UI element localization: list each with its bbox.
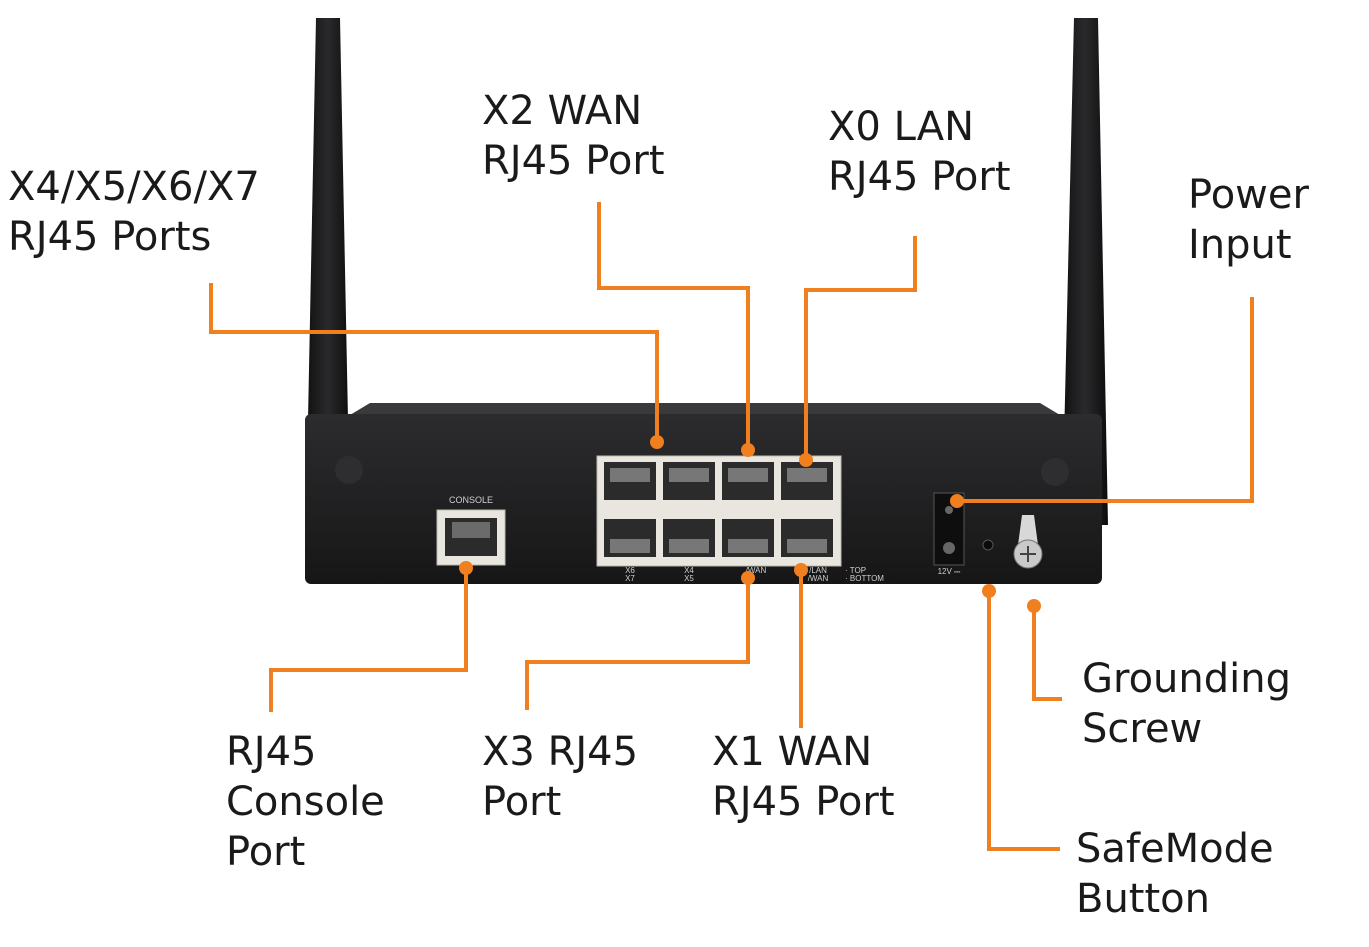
left-antenna — [306, 18, 350, 520]
callout-line: Screw — [1082, 706, 1203, 752]
leader-dot — [650, 435, 664, 449]
power-label: 12V ⎓ — [938, 567, 961, 576]
callout-x2-wan: X2 WAN RJ45 Port — [482, 86, 665, 186]
leader-dots — [459, 435, 1041, 613]
callout-line: Port — [482, 779, 562, 825]
ethernet-port — [604, 519, 656, 557]
callout-line: Button — [1076, 876, 1210, 922]
callout-line: RJ45 Ports — [8, 214, 212, 260]
leader-x3 — [525, 578, 750, 710]
safemode-button — [982, 539, 994, 551]
leader-dot — [741, 443, 755, 457]
leader-console — [269, 568, 468, 712]
leader-x0-lan — [804, 236, 917, 460]
callout-x1-wan: X1 WAN RJ45 Port — [712, 727, 895, 827]
callout-safemode: SafeMode Button — [1076, 824, 1274, 924]
ethernet-ports — [604, 462, 833, 557]
ethernet-port — [663, 519, 715, 557]
callout-line: Input — [1188, 222, 1292, 268]
ethernet-port — [663, 462, 715, 500]
callout-x0-lan: X0 LAN RJ45 Port — [828, 102, 1011, 202]
leader-power — [957, 297, 1254, 503]
callout-line: Grounding — [1082, 656, 1291, 702]
right-antenna — [1062, 18, 1108, 525]
port-label-wan: /WAN — [746, 566, 767, 575]
right-antenna-base — [1041, 458, 1069, 486]
callout-line: X4/X5/X6/X7 — [8, 164, 260, 210]
leader-dot — [459, 561, 473, 575]
callout-console: RJ45 Console Port — [226, 727, 385, 877]
left-antenna-base — [335, 456, 363, 484]
leader-x4-x7 — [209, 283, 659, 442]
callout-line: RJ45 Port — [828, 154, 1011, 200]
callout-x4-x7: X4/X5/X6/X7 RJ45 Ports — [8, 162, 260, 262]
ethernet-port — [722, 462, 774, 500]
leader-x2-wan — [597, 202, 750, 450]
leader-dot — [1027, 599, 1041, 613]
leader-dot — [982, 584, 996, 598]
callout-line: Console — [226, 779, 385, 825]
leader-dot — [741, 571, 755, 585]
callout-grounding: Grounding Screw — [1082, 654, 1291, 754]
leader-dot — [950, 494, 964, 508]
chassis-top — [350, 403, 1060, 415]
callout-line: X3 RJ45 — [482, 729, 639, 775]
leader-lines — [209, 202, 1254, 851]
port-label-top-bottom: · TOP· BOTTOM — [845, 566, 884, 583]
callout-line: Power — [1188, 172, 1309, 218]
leader-dot — [794, 563, 808, 577]
callout-line: X1 WAN — [712, 729, 873, 775]
callout-line: X0 LAN — [828, 104, 975, 150]
console-label: CONSOLE — [449, 495, 493, 505]
callout-line: SafeMode — [1076, 826, 1274, 872]
callout-x3: X3 RJ45 Port — [482, 727, 638, 827]
ethernet-port — [781, 462, 833, 500]
ethernet-port — [722, 519, 774, 557]
leader-safemode — [987, 591, 1060, 851]
callout-power: Power Input — [1188, 170, 1309, 270]
leader-dot — [799, 453, 813, 467]
port-label-lan-wan: /LAN/WAN — [808, 566, 829, 583]
ethernet-port — [604, 462, 656, 500]
grounding-screw — [1013, 515, 1043, 569]
callout-line: X2 WAN — [482, 88, 643, 134]
ethernet-port — [781, 519, 833, 557]
callout-line: RJ45 Port — [482, 138, 665, 184]
leader-grounding — [1032, 606, 1062, 701]
callout-line: RJ45 Port — [712, 779, 895, 825]
callout-line: Port — [226, 829, 306, 875]
callout-line: RJ45 — [226, 729, 317, 775]
